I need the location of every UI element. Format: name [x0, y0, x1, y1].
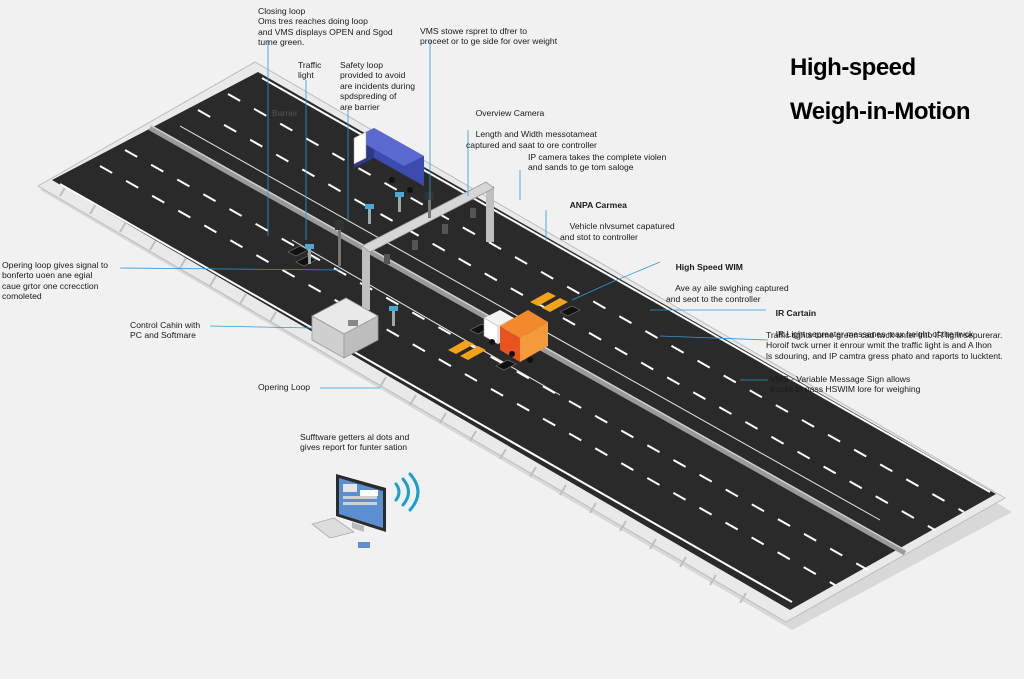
label-hswim: High Speed WIM Ave ay aile swighing capt…: [666, 252, 789, 314]
computer-monitor-icon: [336, 474, 386, 532]
label-anpr-camera: ANPA Carmea Vehicle nlvsumet capatured a…: [560, 190, 675, 252]
callout-lines: [119, 40, 769, 389]
label-ir-text: IR Light sepreater messanes max height o…: [775, 329, 974, 340]
label-software: Sufftware getters al dots and gives repo…: [300, 432, 410, 453]
label-overview-camera: Overview Camera Length and Width messota…: [466, 98, 597, 160]
label-vms-top: VMS stowe rspret to dfrer to proceet or …: [420, 26, 558, 47]
label-anpr-text: Vehicle nlvsumet capatured and stot to c…: [560, 221, 675, 242]
label-traffic-lights-note: Traffic tights tome green cad twck unter…: [766, 330, 1003, 361]
label-hswim-text: Ave ay aile swighing captured and seot t…: [666, 283, 789, 304]
hswim-sublane: [291, 239, 561, 396]
traffic-light-icon: [335, 192, 434, 266]
label-overview-camera-title: Overview Camera: [475, 108, 545, 119]
label-opening-loop-signal: Opering loop gives signal to bonferto uo…: [2, 260, 109, 302]
label-control-cabin: Control Cahin with PC and Softmare: [130, 320, 201, 341]
label-safety-loop: Safety loop provided to avoid are incide…: [340, 60, 416, 112]
camera-icon: [305, 192, 404, 326]
title-line-1: High-speed: [790, 54, 916, 81]
label-vms-bottom: VMS - Variable Message Sign allows truck…: [770, 374, 921, 395]
label-ir-title: IR Cartain: [775, 308, 817, 319]
truck-icon: [483, 310, 548, 363]
shoulder-hatching: [59, 185, 747, 604]
label-ip-camera: IP camera takes the complete violen and …: [528, 152, 667, 173]
label-overview-camera-text: Length and Width messotameat captured an…: [466, 129, 597, 150]
lane-dashes: [99, 93, 965, 586]
control-cabin-icon: [311, 297, 379, 359]
label-ir-curtain: IR Cartain IR Light sepreater messanes m…: [766, 298, 974, 350]
truck-icon: [353, 128, 424, 193]
wim-pads: [448, 292, 568, 360]
label-hswim-title: High Speed WIM: [675, 262, 743, 273]
title-line-2: Weigh-in-Motion: [790, 98, 971, 125]
label-opening-loop: Opering Loop: [258, 382, 311, 392]
edge-line-left: [59, 183, 793, 603]
wifi-icon: [394, 472, 420, 512]
label-anpr-title: ANPA Carmea: [569, 200, 627, 211]
keyboard-icon: [311, 517, 370, 548]
label-barrier: Barrier: [272, 108, 298, 118]
label-traffic-light: Traffic light: [298, 60, 322, 81]
label-closing-loop: Closing loop Oms tres reaches doing loop…: [258, 6, 393, 48]
